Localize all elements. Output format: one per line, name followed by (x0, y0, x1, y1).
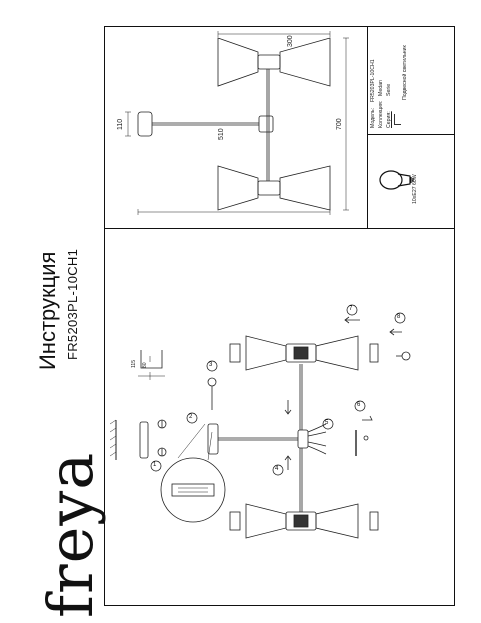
step-5-marker (322, 418, 334, 430)
step-number: 6 (357, 402, 361, 408)
step-7-marker (346, 304, 358, 316)
step-number: 2 (189, 414, 193, 420)
top-left-shade (217, 37, 259, 87)
dim-bracket-height: 115 (131, 360, 137, 368)
dim-canopy: 110 (117, 118, 124, 130)
spec-series-label: Серия: (386, 111, 392, 128)
spec-panel-border (367, 26, 368, 228)
spec-panel-split (367, 134, 455, 135)
spec-model-value: FR5203PL-10CH1 (370, 59, 376, 102)
step-2-marker (186, 412, 198, 424)
bottom-left-shade (217, 165, 259, 211)
bottom-right-shade (279, 165, 331, 211)
section-divider (104, 228, 455, 229)
dim-bracket-depth: 80 (142, 362, 148, 368)
spec-bulb: 10xE27 60W (412, 174, 418, 204)
page-frame (104, 26, 455, 606)
step-1-marker (150, 460, 162, 472)
step-8-marker (394, 312, 406, 324)
assembly-drawing (109, 316, 411, 539)
dim-height: 700 (336, 118, 343, 130)
step-4-marker (272, 464, 284, 476)
center-body (258, 115, 274, 133)
step-number: 7 (349, 306, 353, 312)
step-number: 8 (397, 314, 401, 320)
pendant-icon (394, 114, 401, 125)
top-holder (257, 54, 281, 70)
step-number: 3 (209, 362, 213, 368)
spec-model-label: Модель: (370, 107, 376, 128)
spec-type: Подвесной светильник (402, 45, 408, 100)
step-number: 1 (153, 462, 157, 468)
top-right-shade (279, 37, 331, 87)
bottom-holder (257, 180, 281, 196)
spec-collection-value: Medan (378, 80, 384, 96)
step-number: 4 (275, 466, 279, 472)
step-3-marker (206, 360, 218, 372)
step-number: 5 (325, 420, 329, 426)
spec-series-value: Serie (386, 83, 392, 96)
bulb-icon (379, 170, 414, 190)
dim-width: 300 (287, 35, 294, 47)
spec-collection-label: Коллекция: (378, 100, 384, 128)
step-6-marker (354, 400, 366, 412)
canopy (137, 111, 153, 137)
dim-total-width: 510 (218, 128, 225, 140)
